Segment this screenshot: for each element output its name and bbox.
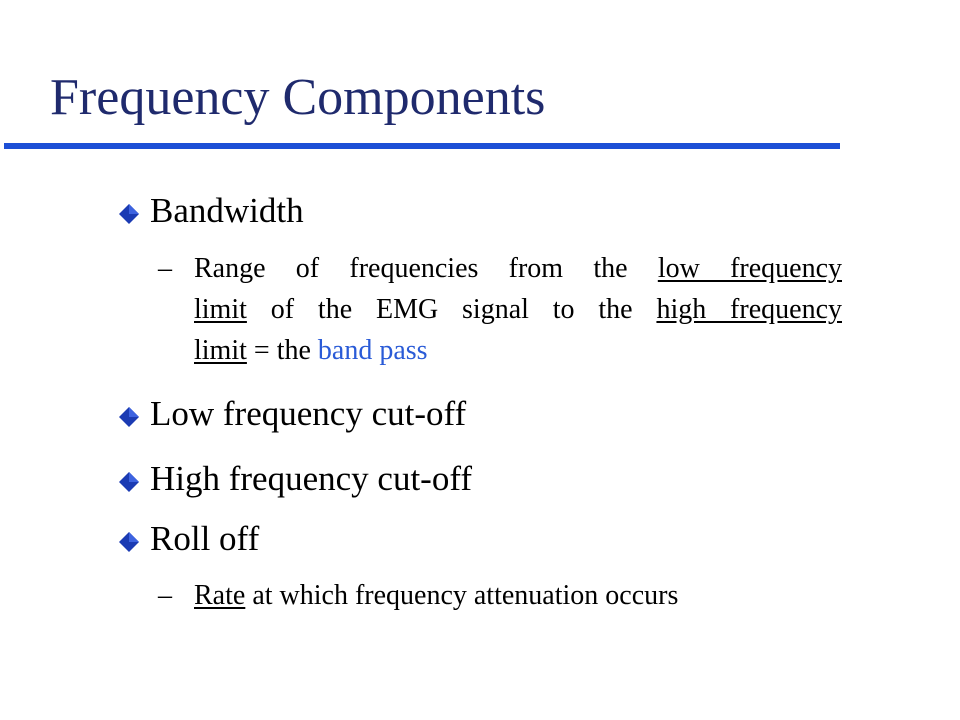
underlined-term: limit [194,335,247,366]
underlined-term: high frequency [656,294,842,325]
sub-text: at which frequency attenuation occurs [245,580,679,611]
sub-line-3: limit = the band pass [194,330,842,371]
bullet-label: Low frequency cut-off [150,394,467,433]
sub-dash: – [158,253,172,284]
highlighted-term: band pass [317,335,428,366]
diamond-icon [119,472,139,492]
title-underline-rule [4,143,840,149]
sub-line-1: Rate at which frequency attenuation occu… [194,575,842,616]
underlined-term: low frequency [657,253,842,284]
diamond-icon [119,532,139,552]
sub-text: Range of frequencies from the [194,253,658,284]
bullet-label: High frequency cut-off [150,459,473,498]
sub-line-1: Range of frequencies from the low freque… [194,248,842,289]
underlined-term: Rate [194,580,246,611]
diamond-icon [119,204,139,224]
sub-line-2: limit of the EMG signal to the high freq… [194,289,842,330]
sub-dash: – [158,580,172,611]
underlined-term: limit [194,294,247,325]
sub-text: of the EMG signal to the [246,294,657,325]
bullet-label: Bandwidth [150,191,304,230]
sub-text: = the [246,335,318,366]
bullet-label: Roll off [150,519,260,558]
diamond-icon [119,407,139,427]
slide-title: Frequency Components [50,69,546,126]
